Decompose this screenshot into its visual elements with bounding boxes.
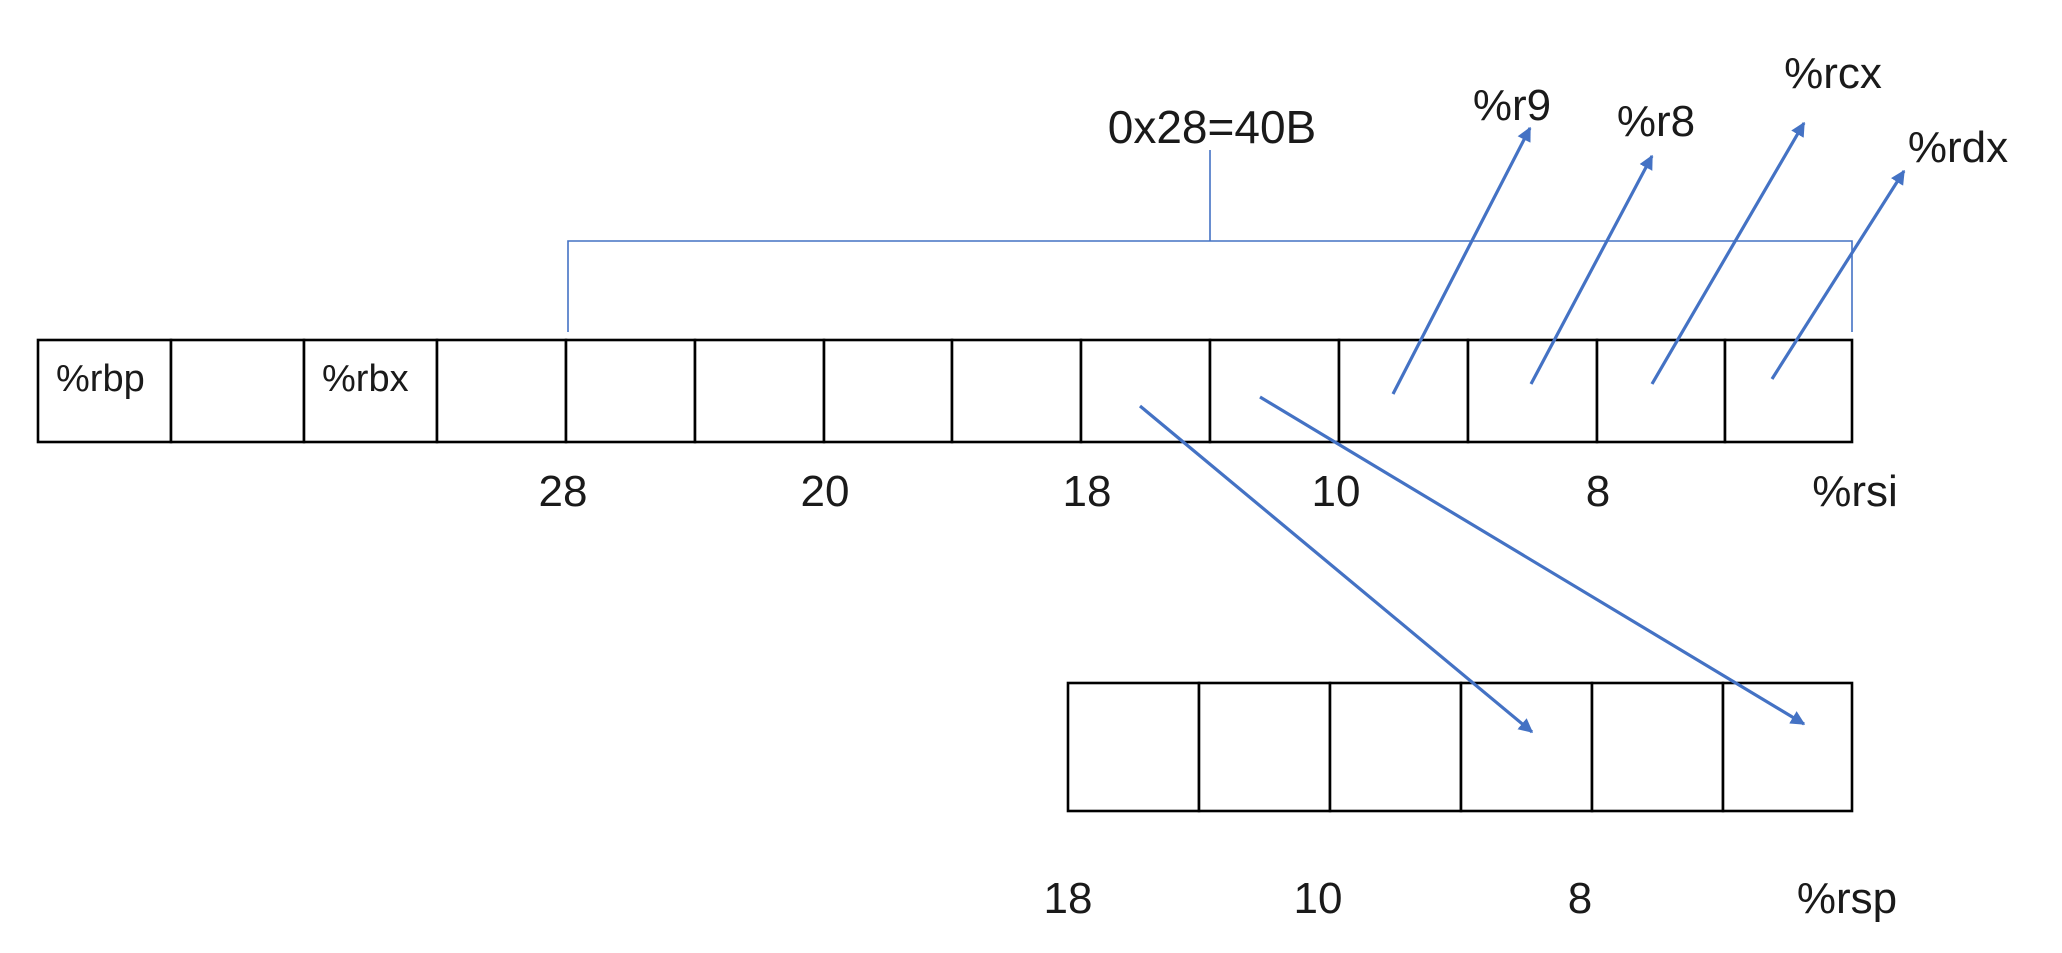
offset-label-28: 28 (539, 467, 588, 516)
register-label-rcx: %rcx (1784, 49, 1882, 98)
stack-cell-7 (950, 338, 1083, 444)
arrow-to-r9 (1391, 126, 1532, 395)
stack-cell-3 (435, 338, 568, 444)
offset-label-8: 8 (1586, 467, 1610, 516)
top-offset-labels: 28 20 18 10 8 %rsi (539, 467, 1898, 516)
stack-cell-12 (1595, 338, 1727, 444)
stack-cell-6 (822, 338, 954, 444)
register-labels: %r9 %r8 %rcx %rdx (1473, 49, 2008, 172)
bottom-cell-4 (1590, 681, 1725, 813)
arrow-to-rdx (1770, 169, 1906, 380)
bottom-cell-0 (1066, 681, 1201, 813)
arrow-to-rcx (1650, 121, 1806, 385)
register-arrows (1391, 121, 1906, 395)
arrow-copy-18-to-8 (1138, 404, 1534, 734)
stack-cell-4 (564, 338, 697, 444)
size-bracket (567, 150, 1853, 332)
copy-arrows (1138, 395, 1806, 734)
register-label-r9: %r9 (1473, 81, 1551, 130)
offset-label-18: 18 (1063, 467, 1112, 516)
top-stack-row: %rbp %rbx (36, 338, 1854, 444)
stack-cell-10 (1337, 338, 1470, 444)
bottom-offset-labels: 18 10 8 %rsp (1044, 874, 1898, 923)
bottom-offset-label-18: 18 (1044, 874, 1093, 923)
cell-label-rbp: %rbp (56, 358, 145, 400)
stack-cell-13 (1723, 338, 1854, 444)
stack-cell-11 (1466, 338, 1599, 444)
arrow-copy-10-to-rsp (1259, 395, 1806, 726)
offset-label-10: 10 (1312, 467, 1361, 516)
bottom-cell-1 (1197, 681, 1332, 813)
bottom-cell-3 (1459, 681, 1594, 813)
bottom-cell-2 (1328, 681, 1463, 813)
stack-cell-5 (693, 338, 826, 444)
bottom-offset-label-10: 10 (1294, 874, 1343, 923)
offset-label-20: 20 (801, 467, 850, 516)
bottom-offset-label-8: 8 (1568, 874, 1592, 923)
stack-cell-2 (302, 338, 439, 444)
stack-cell-8 (1079, 338, 1212, 444)
offset-label-rsi: %rsi (1812, 467, 1898, 516)
register-label-rdx: %rdx (1908, 123, 2008, 172)
stack-cell-1 (169, 338, 306, 444)
bottom-stack-row (1066, 681, 1854, 813)
cell-label-rbx: %rbx (322, 358, 409, 400)
size-label: 0x28=40B (1108, 101, 1316, 153)
arrow-to-r8 (1529, 154, 1654, 385)
stack-cell-9 (1208, 338, 1341, 444)
bottom-cell-5 (1721, 681, 1854, 813)
bottom-offset-label-rsp: %rsp (1797, 874, 1897, 923)
register-label-r8: %r8 (1617, 97, 1695, 146)
